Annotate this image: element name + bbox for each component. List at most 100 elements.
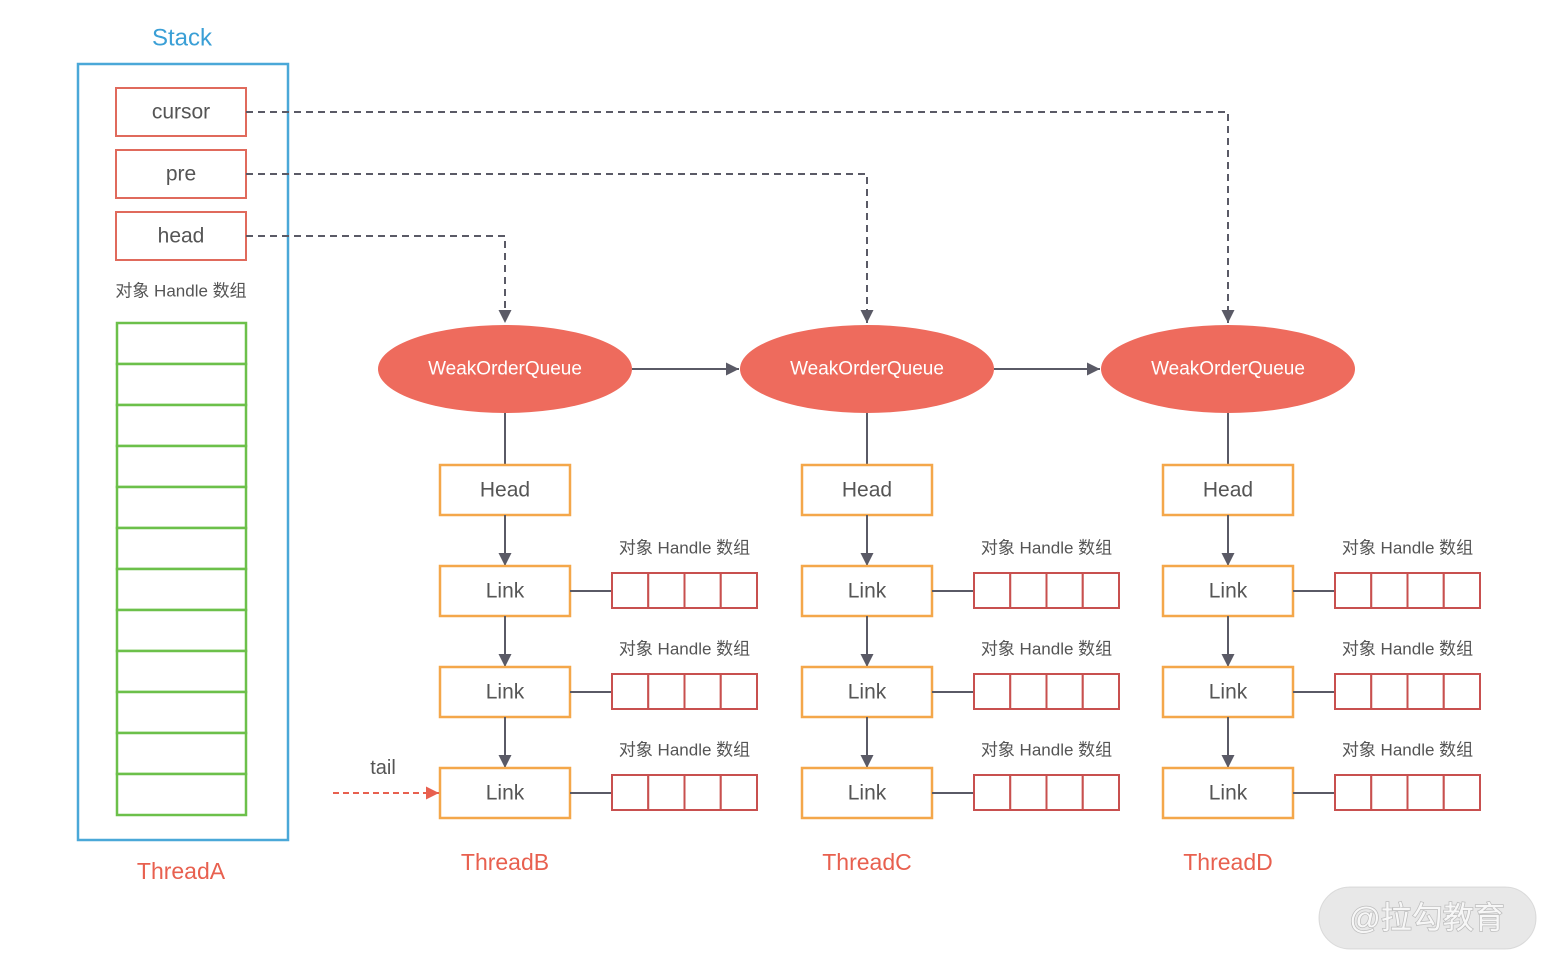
weak-order-queue-label: WeakOrderQueue (1151, 359, 1305, 380)
link-node-box (438, 665, 572, 719)
link-node-label: Link (848, 580, 887, 603)
stack-field-pointer-pre (246, 173, 874, 323)
handle-array-cell (1370, 572, 1409, 609)
handle-array-cell (1009, 774, 1048, 811)
handle-array (1334, 774, 1481, 811)
stack-field-pointer-head (246, 235, 512, 323)
handle-array-cell (647, 774, 686, 811)
stack-field-head: head (115, 211, 512, 323)
handle-array (1334, 673, 1481, 710)
handle-array (1334, 572, 1481, 609)
handle-array-cell (683, 673, 722, 710)
head-node-label: Head (842, 479, 892, 502)
head-node: Head (438, 463, 572, 517)
thread-c-label: ThreadC (822, 849, 911, 875)
handle-array-cell (1370, 774, 1409, 811)
stack-field-label: pre (166, 163, 196, 186)
link-node: Link 对象 Handle 数组 (800, 515, 1120, 618)
handle-array-cell (973, 572, 1012, 609)
handle-array-cell (647, 673, 686, 710)
link-node-label: Link (848, 782, 887, 805)
handle-array-label: 对象 Handle 数组 (619, 539, 750, 558)
stack-field-cursor: cursor (115, 87, 1235, 323)
stack-handle-array-cell (115, 526, 248, 571)
handle-array-cell (611, 673, 650, 710)
handle-array-cell (1045, 774, 1084, 811)
handle-array-cell (683, 774, 722, 811)
weak-order-queue-label: WeakOrderQueue (790, 359, 944, 380)
watermark-text: @拉勾教育 (1349, 901, 1504, 936)
handle-array-label: 对象 Handle 数组 (981, 741, 1112, 760)
link-node: Link 对象 Handle 数组 (1161, 717, 1481, 820)
head-node-box (1161, 463, 1295, 517)
head-node: Head (1161, 463, 1295, 517)
stack-container (76, 62, 290, 842)
handle-array-cell (1442, 572, 1481, 609)
link-node-box (800, 766, 934, 820)
handle-array-cell (1081, 673, 1120, 710)
handle-array-cell (683, 572, 722, 609)
link-node-label: Link (1209, 580, 1248, 603)
stack-handle-array-cell (115, 444, 248, 489)
weak-order-queue: WeakOrderQueue (1101, 325, 1355, 413)
handle-array-cell (1442, 673, 1481, 710)
handle-array-cell (1009, 673, 1048, 710)
handle-array-cell (973, 673, 1012, 710)
handle-array-cell (1081, 774, 1120, 811)
link-node-label: Link (1209, 782, 1248, 805)
head-node-label: Head (1203, 479, 1253, 502)
handle-array-cell (1334, 774, 1373, 811)
handle-array-cell (719, 673, 758, 710)
stack-handle-array-cell (115, 608, 248, 653)
handle-array-cell (1406, 774, 1445, 811)
handle-array-cell (611, 572, 650, 609)
handle-array-cell (973, 774, 1012, 811)
handle-array-label: 对象 Handle 数组 (1342, 741, 1473, 760)
handle-array-cell (1406, 572, 1445, 609)
stack-field-box (115, 211, 247, 261)
watermark-pill (1318, 886, 1537, 950)
handle-array-cell (719, 572, 758, 609)
handle-array-cell (1442, 774, 1481, 811)
handle-array-cell (1009, 572, 1048, 609)
link-node-box (438, 766, 572, 820)
handle-array (611, 572, 758, 609)
weak-order-queue: WeakOrderQueue (378, 325, 632, 413)
stack-handle-array-cell (115, 690, 248, 735)
stack-handle-array-cell (115, 403, 248, 448)
weak-order-queue-ellipse (740, 325, 994, 413)
handle-array-label: 对象 Handle 数组 (1342, 539, 1473, 558)
handle-array-cell (1370, 673, 1409, 710)
tail-label: tail (370, 757, 396, 779)
link-node-box (1161, 766, 1295, 820)
stack-handle-array-cell (115, 362, 248, 407)
stack-field-pointer-cursor (246, 111, 1235, 323)
handle-array-cell (1081, 572, 1120, 609)
link-node-box (1161, 564, 1295, 618)
stack-handle-array-cell (115, 649, 248, 694)
handle-array-label: 对象 Handle 数组 (981, 539, 1112, 558)
stack-field-box (115, 149, 247, 199)
stack-handle-array-cell (115, 772, 248, 817)
stack-field-pre: pre (115, 149, 874, 323)
watermark: @拉勾教育 (1318, 886, 1537, 950)
stack-handle-array-cell (115, 567, 248, 612)
handle-array-cell (1334, 673, 1373, 710)
handle-array-label: 对象 Handle 数组 (619, 640, 750, 659)
handle-array-label: 对象 Handle 数组 (619, 741, 750, 760)
handle-array-label: 对象 Handle 数组 (1342, 640, 1473, 659)
handle-array-cell (1045, 572, 1084, 609)
link-node-label: Link (848, 681, 887, 704)
weak-order-queue-ellipse (378, 325, 632, 413)
thread-d-label: ThreadD (1183, 849, 1272, 875)
handle-array (611, 774, 758, 811)
